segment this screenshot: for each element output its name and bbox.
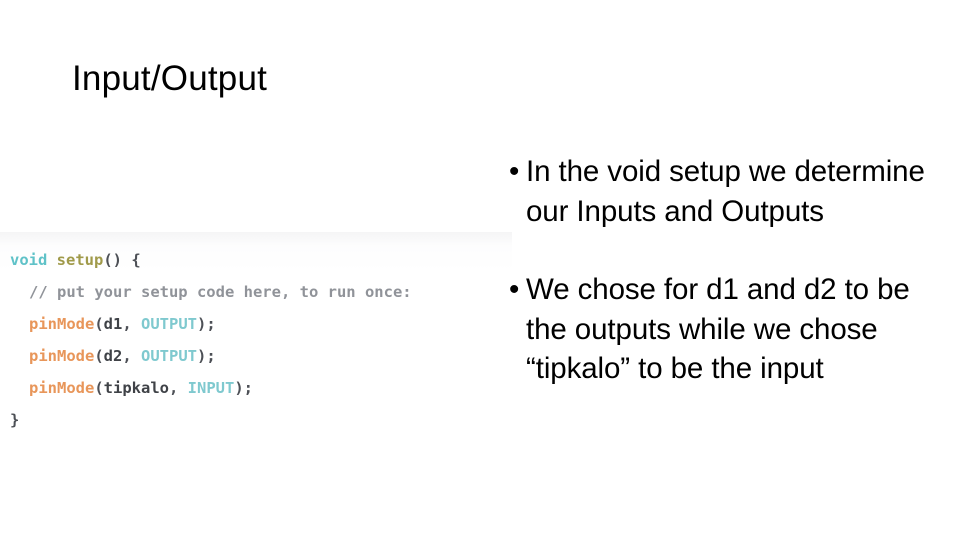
list-item: •In the void setup we determine our Inpu… — [508, 152, 938, 231]
code-token: INPUT — [187, 379, 235, 397]
code-line: void setup() { — [10, 244, 412, 276]
code-token: setup — [56, 251, 104, 269]
code-token: d2 — [103, 347, 123, 365]
page-title: Input/Output — [72, 59, 268, 98]
code-token: pinMode — [29, 347, 95, 365]
code-token: // put your setup code here, to run once… — [29, 283, 412, 301]
code-token: ( — [94, 315, 104, 333]
code-indent — [10, 276, 29, 308]
code-token: () { — [103, 251, 141, 269]
code-indent — [10, 308, 29, 340]
code-token: ); — [197, 315, 216, 333]
code-token — [47, 251, 56, 269]
code-line: // put your setup code here, to run once… — [10, 276, 412, 308]
code-token: OUTPUT — [141, 347, 198, 365]
code-token: tipkalo — [103, 379, 169, 397]
list-item-text: We chose for d1 and d2 to be the outputs… — [526, 273, 910, 385]
list-item-text: In the void setup we determine our Input… — [526, 155, 925, 228]
paragraph-gap — [508, 231, 938, 270]
code-indent — [10, 372, 29, 404]
code-token: } — [10, 411, 20, 429]
bullet-dot-icon: • — [509, 273, 520, 306]
code-token: d1 — [103, 315, 123, 333]
code-token: pinMode — [29, 315, 95, 333]
code-token: ); — [197, 347, 216, 365]
code-screenshot-figure: void setup() { // put your setup code he… — [0, 232, 512, 440]
code-token: , — [169, 379, 188, 397]
code-indent — [10, 340, 29, 372]
list-item: •We chose for d1 and d2 to be the output… — [508, 270, 938, 389]
code-line: pinMode(d2, OUTPUT); — [10, 340, 412, 372]
code-line: pinMode(tipkalo, INPUT); — [10, 372, 412, 404]
code-token: OUTPUT — [141, 315, 198, 333]
code-token: void — [10, 251, 48, 269]
code-token: pinMode — [29, 379, 95, 397]
code-line: } — [10, 404, 412, 436]
bullet-list: •In the void setup we determine our Inpu… — [508, 152, 938, 389]
code-token: ( — [94, 379, 104, 397]
code-token: ); — [234, 379, 254, 397]
code-token: , — [122, 347, 142, 365]
code-token: ( — [94, 347, 104, 365]
code-block: void setup() { // put your setup code he… — [10, 244, 412, 436]
code-token: , — [122, 315, 142, 333]
bullet-dot-icon: • — [509, 155, 520, 188]
code-line: pinMode(d1, OUTPUT); — [10, 308, 412, 340]
